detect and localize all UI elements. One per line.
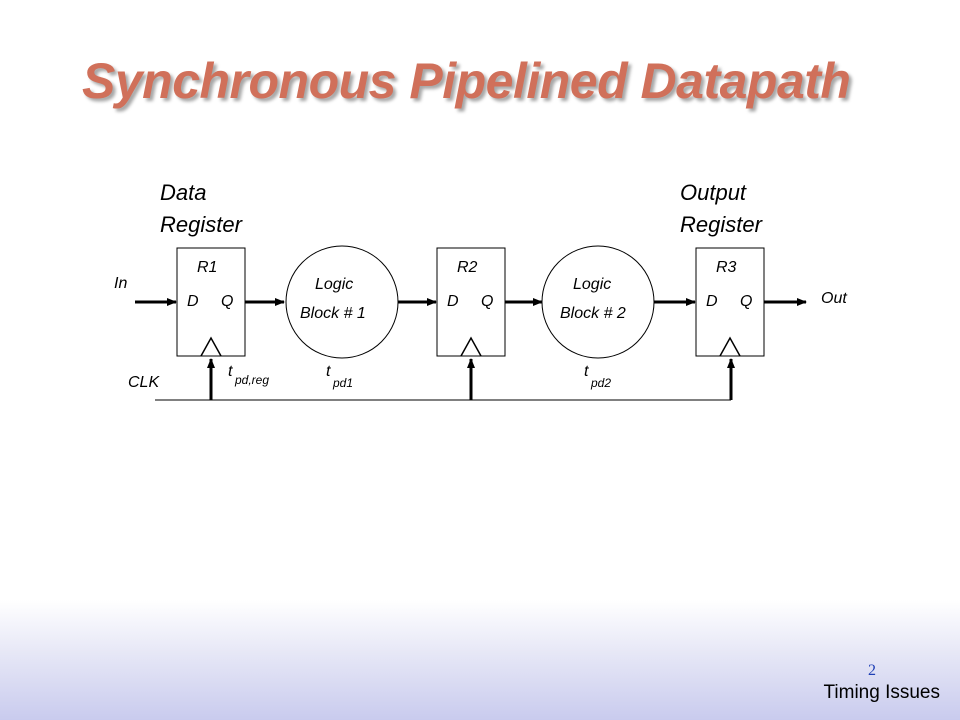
delay-t: t bbox=[584, 363, 589, 380]
register-q-pin: Q bbox=[740, 293, 752, 310]
input-label: In bbox=[114, 275, 127, 292]
register-name: R1 bbox=[197, 259, 217, 276]
footer-label: Timing Issues bbox=[823, 682, 941, 703]
register-name: R3 bbox=[716, 259, 737, 276]
delay-t: t bbox=[228, 363, 233, 380]
register-d-pin: D bbox=[447, 293, 459, 310]
delay-label-pd1: t pd1 bbox=[326, 363, 353, 390]
output-label: Out bbox=[821, 290, 847, 307]
data-register-label-line2: Register bbox=[160, 212, 244, 237]
output-register-label-line2: Register bbox=[680, 212, 764, 237]
register-q-pin: Q bbox=[481, 293, 493, 310]
delay-subscript: pd1 bbox=[332, 376, 353, 390]
register-r1: R1 D Q bbox=[176, 247, 246, 357]
delay-label-pd-reg: t pd,reg bbox=[228, 363, 269, 387]
logic-block-line2: Block # 1 bbox=[300, 305, 366, 322]
clock-label: CLK bbox=[128, 374, 160, 391]
logic-block-line1: Logic bbox=[315, 276, 353, 293]
logic-block-2: Logic Block # 2 bbox=[541, 245, 655, 359]
register-r3: R3 D Q bbox=[695, 247, 765, 357]
data-register-label-line1: Data bbox=[160, 180, 206, 205]
clock-triangle-icon bbox=[460, 336, 482, 357]
page-number: 2 bbox=[868, 662, 876, 679]
clock-triangle-icon bbox=[719, 336, 741, 357]
output-register-label-line1: Output bbox=[680, 180, 747, 205]
logic-block-line2: Block # 2 bbox=[560, 305, 626, 322]
register-q-pin: Q bbox=[221, 293, 233, 310]
delay-t: t bbox=[326, 363, 331, 380]
clock-triangle-icon bbox=[200, 336, 222, 357]
register-d-pin: D bbox=[187, 293, 199, 310]
register-r2: R2 D Q bbox=[436, 247, 506, 357]
logic-block-line1: Logic bbox=[573, 276, 611, 293]
register-name: R2 bbox=[457, 259, 478, 276]
logic-block-1: Logic Block # 1 bbox=[285, 245, 399, 359]
delay-label-pd2: t pd2 bbox=[584, 363, 611, 390]
footer-gradient-band bbox=[0, 600, 960, 720]
register-d-pin: D bbox=[706, 293, 718, 310]
delay-subscript: pd,reg bbox=[234, 373, 269, 387]
slide-title: Synchronous Pipelined Datapath bbox=[82, 53, 851, 109]
delay-subscript: pd2 bbox=[590, 376, 611, 390]
